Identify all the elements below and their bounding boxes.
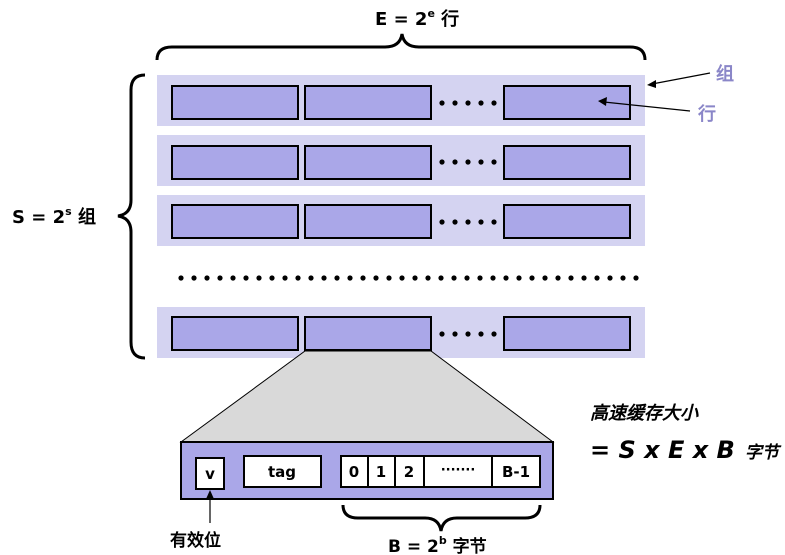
set-dot: [256, 275, 262, 281]
set-dot: [230, 275, 236, 281]
s-label: S = 2s 组: [12, 205, 96, 228]
group-callout-label: 组: [716, 63, 734, 85]
set-row-last: [157, 307, 645, 358]
tag-cell: [243, 455, 322, 488]
set-row-3: [157, 195, 645, 246]
set-dot: [204, 275, 210, 281]
set-dot: [334, 275, 340, 281]
byte-cell-label: 1: [376, 463, 386, 481]
set-dot: [555, 275, 561, 281]
set-dot: [633, 275, 639, 281]
cache-line: [503, 145, 631, 180]
cache-line: [171, 85, 299, 120]
line-callout-label: 行: [697, 103, 716, 125]
ellipsis-dots: [439, 100, 497, 106]
set-dot: [581, 275, 587, 281]
set-dot: [451, 275, 457, 281]
ellipsis-dots: [439, 331, 497, 337]
set-dot: [295, 275, 301, 281]
data-bytes-block: 0 1 2 ······· B-1: [340, 455, 541, 488]
set-dot: [178, 275, 184, 281]
cache-line: [304, 204, 432, 239]
set-row-1: [157, 75, 645, 126]
valid-bit-label: 有效位: [170, 530, 221, 551]
set-dot: [191, 275, 197, 281]
set-dot: [516, 275, 522, 281]
valid-bit-text: v: [205, 465, 215, 483]
set-dot: [412, 275, 418, 281]
byte-cell-label: ·······: [441, 463, 476, 478]
set-dot: [594, 275, 600, 281]
byte-cell-label: 2: [404, 463, 414, 481]
set-dot: [438, 275, 444, 281]
cache-line: [171, 316, 299, 351]
set-dot: [568, 275, 574, 281]
cache-size-title: 高速缓存大小: [590, 403, 699, 424]
set-dot: [347, 275, 353, 281]
set-dot: [243, 275, 249, 281]
cache-line: [503, 316, 631, 351]
set-dot: [477, 275, 483, 281]
sets-brace: [117, 73, 146, 360]
set-dot: [490, 275, 496, 281]
set-dot: [269, 275, 275, 281]
set-dot: [529, 275, 535, 281]
more-sets-dots: [178, 275, 639, 281]
ellipsis-dots: [439, 219, 497, 225]
b-label: B = 2b 字节: [388, 534, 487, 555]
valid-bit-cell: [195, 457, 225, 490]
set-dot: [464, 275, 470, 281]
cache-line: [171, 204, 299, 239]
set-dot: [321, 275, 327, 281]
set-dot: [425, 275, 431, 281]
cache-line: [171, 145, 299, 180]
lines-brace: [155, 33, 647, 61]
e-label: E = 2e 行: [375, 7, 459, 30]
set-dot: [386, 275, 392, 281]
set-dot: [360, 275, 366, 281]
tag-text: tag: [268, 463, 296, 481]
set-row-2: [157, 135, 645, 186]
set-dot: [503, 275, 509, 281]
cache-line: [304, 145, 432, 180]
set-dot: [308, 275, 314, 281]
byte-cell-label: 0: [349, 463, 359, 481]
bytes-brace: [341, 504, 542, 532]
arrowhead-icon: [598, 97, 607, 106]
cache-line-expanded: [304, 316, 432, 351]
byte-cell: [491, 455, 541, 488]
cache-line: [304, 85, 432, 120]
group-callout-arrow: [651, 72, 711, 85]
set-dot: [282, 275, 288, 281]
set-dot: [620, 275, 626, 281]
byte-cell-label: B-1: [502, 463, 530, 481]
cache-line: [503, 204, 631, 239]
set-dot: [542, 275, 548, 281]
byte-cell: [423, 455, 493, 488]
set-dot: [607, 275, 613, 281]
ellipsis-dots: [439, 159, 497, 165]
arrowhead-icon: [647, 80, 656, 88]
line-callout-arrow: [603, 101, 691, 112]
set-dot: [217, 275, 223, 281]
set-dot: [373, 275, 379, 281]
expansion-projection: [179, 350, 555, 443]
arrowhead-icon: [206, 490, 214, 499]
set-dot: [399, 275, 405, 281]
